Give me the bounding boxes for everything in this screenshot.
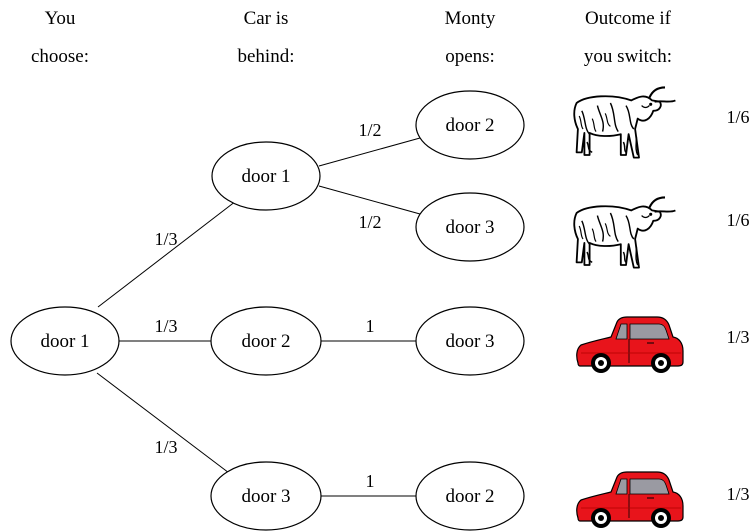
node-label: door 2: [445, 486, 494, 507]
prob-root-door1: 1/3: [154, 229, 177, 249]
prob-root-door3: 1/3: [154, 437, 177, 457]
outcome-probability: 1/3: [726, 484, 749, 504]
header-opens: opens:: [445, 46, 495, 67]
node-monty-door2-b: door 2: [415, 461, 525, 531]
outcome-probability: 1/6: [726, 107, 749, 127]
header-monty: Monty: [445, 8, 496, 29]
node-label: door 2: [241, 331, 290, 352]
node-label: door 2: [445, 115, 494, 136]
header-outcome-if: Outcome if: [585, 8, 672, 29]
node-label: door 1: [241, 166, 290, 187]
prob-door1-door2: 1/2: [358, 120, 381, 140]
goat-icon: [573, 196, 677, 269]
edge-door1-door2: [318, 137, 421, 167]
prob-door3-door2: 1: [366, 471, 375, 491]
node-monty-door2-a: door 2: [415, 90, 525, 160]
node-car-door1: door 1: [211, 141, 321, 211]
goat-icon: [573, 86, 677, 159]
node-label: door 3: [445, 217, 494, 238]
prob-door1-door3: 1/2: [358, 212, 381, 232]
edge-root-door1: [97, 200, 237, 308]
outcome-probability: 1/6: [726, 210, 749, 230]
node-label: door 1: [40, 331, 89, 352]
node-choose-door1: door 1: [10, 306, 120, 376]
header-behind: behind:: [238, 46, 295, 67]
node-monty-door3-a: door 3: [415, 192, 525, 262]
prob-door2-door3: 1: [366, 316, 375, 336]
edge-root-door3: [96, 372, 238, 480]
header-you: You: [45, 8, 76, 29]
car-icon: [576, 471, 684, 529]
node-label: door 3: [241, 486, 290, 507]
node-monty-door3-b: door 3: [415, 306, 525, 376]
header-you-switch: you switch:: [584, 46, 672, 67]
node-label: door 3: [445, 331, 494, 352]
car-icon: [576, 316, 684, 374]
header-car-is: Car is: [244, 8, 289, 29]
edge-door1-door3: [318, 185, 421, 215]
header-choose: choose:: [31, 46, 89, 67]
outcome-probability: 1/3: [726, 327, 749, 347]
node-car-door3: door 3: [210, 461, 322, 531]
prob-root-door2: 1/3: [154, 316, 177, 336]
node-car-door2: door 2: [210, 306, 322, 376]
